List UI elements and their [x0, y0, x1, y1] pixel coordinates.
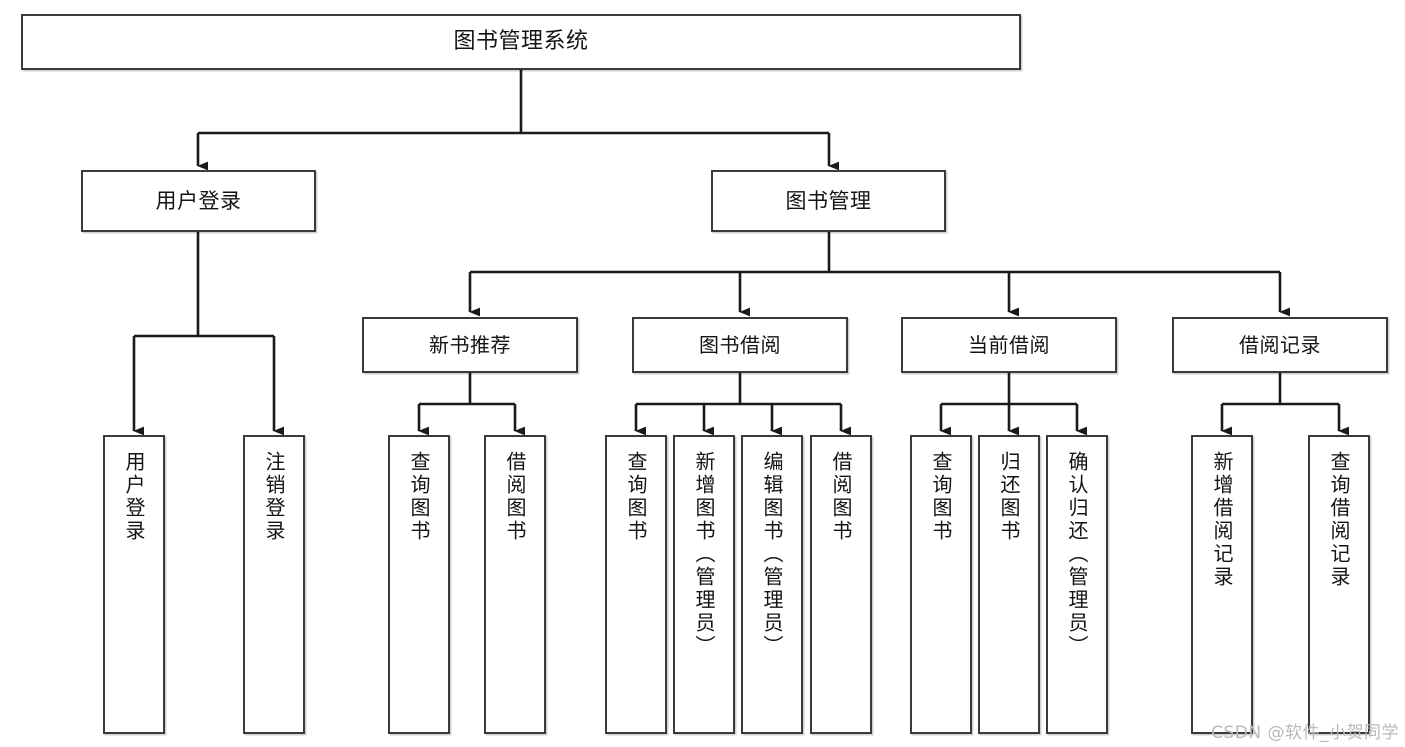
node-leaf-user-login-label: 用户登录: [122, 451, 146, 543]
node-leaf-query-record-label: 查询借阅记录: [1327, 451, 1351, 589]
node-leaf-return-book[interactable]: 归还图书: [978, 435, 1040, 734]
node-leaf-borrow-book-1-label: 借阅图书: [503, 451, 527, 543]
node-leaf-logout[interactable]: 注销登录: [243, 435, 305, 734]
node-leaf-edit-book-label: 编辑图书（管理员）: [760, 451, 784, 658]
node-leaf-user-login[interactable]: 用户登录: [103, 435, 165, 734]
node-leaf-edit-book[interactable]: 编辑图书（管理员）: [741, 435, 803, 734]
node-leaf-query-book-2[interactable]: 查询图书: [605, 435, 667, 734]
node-user-login[interactable]: 用户登录: [81, 170, 316, 232]
node-leaf-confirm-return[interactable]: 确认归还（管理员）: [1046, 435, 1108, 734]
node-book-manage-label: 图书管理: [785, 188, 872, 213]
node-leaf-query-book-2-label: 查询图书: [624, 451, 648, 543]
node-new-book-recommend-label: 新书推荐: [429, 332, 511, 357]
node-leaf-add-book-label: 新增图书（管理员）: [692, 451, 716, 658]
node-new-book-recommend[interactable]: 新书推荐: [362, 317, 578, 373]
node-leaf-add-book[interactable]: 新增图书（管理员）: [673, 435, 735, 734]
node-user-login-label: 用户登录: [155, 188, 242, 213]
node-borrow-record[interactable]: 借阅记录: [1172, 317, 1388, 373]
node-book-manage[interactable]: 图书管理: [711, 170, 946, 232]
node-book-borrow[interactable]: 图书借阅: [632, 317, 848, 373]
node-leaf-logout-label: 注销登录: [262, 451, 286, 543]
node-book-borrow-label: 图书借阅: [699, 332, 781, 357]
node-leaf-borrow-book-1[interactable]: 借阅图书: [484, 435, 546, 734]
node-current-borrow-label: 当前借阅: [968, 332, 1050, 357]
node-borrow-record-label: 借阅记录: [1239, 332, 1321, 357]
node-leaf-borrow-book-2-label: 借阅图书: [829, 451, 853, 543]
node-leaf-query-book-1[interactable]: 查询图书: [388, 435, 450, 734]
watermark-text: CSDN @软件_小贺同学: [1211, 723, 1399, 743]
node-root-label: 图书管理系统: [453, 29, 589, 55]
node-root[interactable]: 图书管理系统: [21, 14, 1021, 70]
node-leaf-query-record[interactable]: 查询借阅记录: [1308, 435, 1370, 734]
node-leaf-return-book-label: 归还图书: [997, 451, 1021, 543]
node-leaf-query-book-1-label: 查询图书: [407, 451, 431, 543]
node-current-borrow[interactable]: 当前借阅: [901, 317, 1117, 373]
node-leaf-add-record-label: 新增借阅记录: [1210, 451, 1234, 589]
node-leaf-add-record[interactable]: 新增借阅记录: [1191, 435, 1253, 734]
node-leaf-query-book-3-label: 查询图书: [929, 451, 953, 543]
node-leaf-confirm-return-label: 确认归还（管理员）: [1065, 451, 1089, 658]
node-leaf-query-book-3[interactable]: 查询图书: [910, 435, 972, 734]
node-leaf-borrow-book-2[interactable]: 借阅图书: [810, 435, 872, 734]
